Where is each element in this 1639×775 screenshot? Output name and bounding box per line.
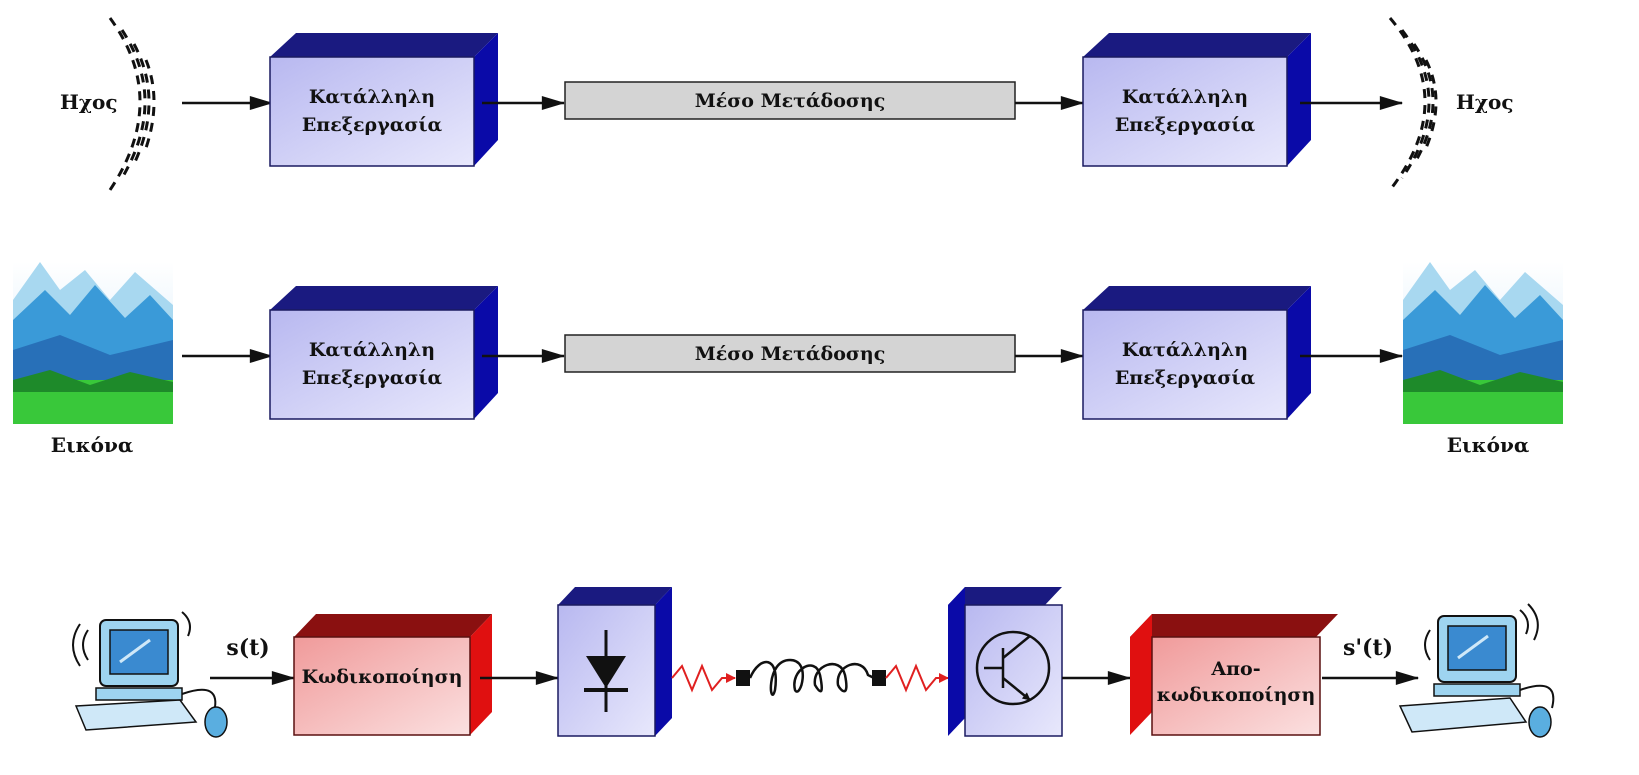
processing-label-line1: Κατάλληλη — [309, 339, 435, 361]
processing-block-in: Κατάλληλη Επεξεργασία — [269, 33, 498, 167]
medium-label: Μέσο Μετάδοσης — [695, 90, 886, 112]
transistor-icon — [975, 630, 1051, 706]
connector-icon — [736, 670, 750, 686]
medium-label: Μέσο Μετάδοσης — [695, 343, 886, 365]
encoder-label: Κωδικοποίηση — [302, 666, 463, 688]
decoder-label-line1: Απο- — [1210, 658, 1260, 680]
sound-output-label: Ηχος — [1456, 90, 1514, 114]
transmission-medium: Μέσο Μετάδοσης — [564, 334, 1016, 373]
coil-icon — [748, 658, 875, 696]
computer-in-icon — [72, 611, 228, 738]
processing-label-line1: Κατάλληλη — [309, 86, 435, 108]
processing-block-out: Κατάλληλη Επεξεργασία — [1082, 33, 1311, 167]
connector-icon — [872, 670, 886, 686]
sound-waves-in-icon — [108, 17, 156, 191]
processing-label-line2: Επεξεργασία — [302, 114, 443, 136]
processing-label-line1: Κατάλληλη — [1122, 86, 1248, 108]
computer-out-icon — [1398, 603, 1555, 738]
image-input-label: Εικόνα — [51, 433, 134, 457]
decoder-label-line2: κωδικοποίηση — [1157, 684, 1316, 706]
diode-icon — [584, 630, 628, 712]
transmission-link — [671, 658, 949, 696]
processing-block-in: Κατάλληλη Επεξεργασία — [269, 286, 498, 420]
processing-label-line2: Επεξεργασία — [302, 367, 443, 389]
decoder-block: Απο- κωδικοποίηση — [1130, 614, 1338, 736]
image-row: Εικόνα Κατάλληλη Επεξεργασία Μέσο Μετάδο… — [13, 262, 1563, 457]
processing-label-line2: Επεξεργασία — [1115, 367, 1256, 389]
digital-link-row: s(t) Κωδικοποίηση — [72, 587, 1555, 738]
signal-in-label: s(t) — [226, 635, 269, 661]
processing-label-line2: Επεξεργασία — [1115, 114, 1256, 136]
sound-row: Ηχος Κατάλληλη Επεξεργασία Μέσο Μετάδοση… — [60, 17, 1514, 191]
sound-input-label: Ηχος — [60, 90, 118, 114]
processing-block-out: Κατάλληλη Επεξεργασία — [1082, 286, 1311, 420]
sound-waves-out-icon — [1388, 17, 1438, 191]
image-output-label: Εικόνα — [1447, 433, 1530, 457]
transistor-receiver-block — [948, 587, 1063, 737]
transmission-medium: Μέσο Μετάδοσης — [564, 81, 1016, 120]
encoder-block: Κωδικοποίηση — [293, 614, 492, 736]
landscape-image-out-icon — [1403, 262, 1563, 424]
signal-out-label: s'(t) — [1343, 635, 1393, 661]
diode-transmitter-block — [557, 587, 672, 737]
landscape-image-in-icon — [13, 262, 173, 424]
processing-label-line1: Κατάλληλη — [1122, 339, 1248, 361]
